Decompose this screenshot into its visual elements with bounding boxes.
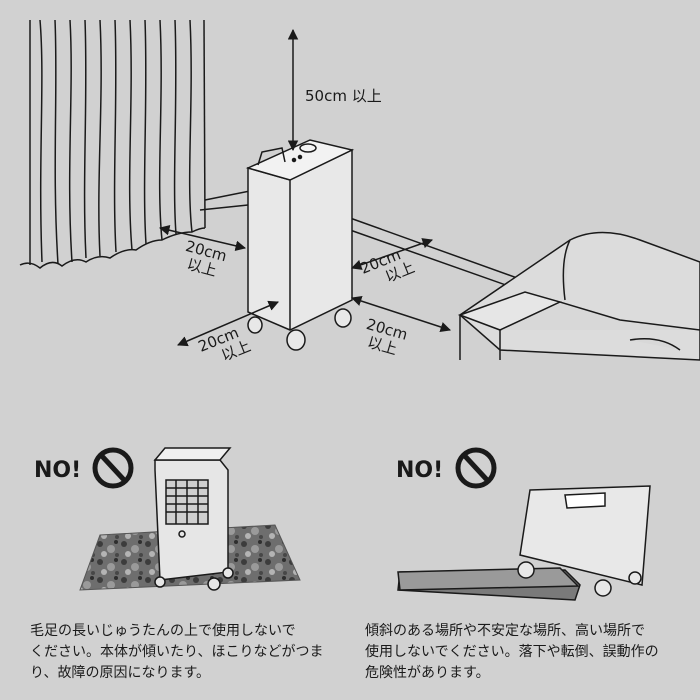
caption-line: 使用しないでください。落下や転倒、誤動作の xyxy=(365,644,659,660)
caption-line: ください。本体が傾いたり、ほこりなどがつま xyxy=(30,644,324,660)
caption-line: 毛足の長いじゅうたんの上で使用しないで xyxy=(30,623,296,639)
caption-line: り、故障の原因になります。 xyxy=(30,665,211,681)
heater-unit xyxy=(245,139,355,351)
slope-warning-illustration xyxy=(397,447,651,601)
room-scene xyxy=(19,19,700,361)
front-left-arrow xyxy=(177,300,279,347)
prohibition-icon xyxy=(92,447,134,489)
front-right-arrow xyxy=(351,295,451,333)
no-label-right: NO! xyxy=(396,458,444,483)
curtain xyxy=(19,19,206,269)
top-clearance-label: 50cm 以上 xyxy=(305,87,382,105)
back-right-arrow xyxy=(351,238,433,270)
carpet-warning-caption: 毛足の長いじゅうたんの上で使用しないで ください。本体が傾いたり、ほこりなどがつ… xyxy=(30,621,350,684)
caption-line: 危険性があります。 xyxy=(365,665,490,681)
carpet-warning-illustration xyxy=(79,447,301,591)
no-label-left: NO! xyxy=(34,458,82,483)
slope-warning-caption: 傾斜のある場所や不安定な場所、高い場所で 使用しないでください。落下や転倒、誤動… xyxy=(365,621,685,684)
caption-line: 傾斜のある場所や不安定な場所、高い場所で xyxy=(365,623,645,639)
back-left-arrow xyxy=(158,225,247,251)
prohibition-icon xyxy=(455,447,497,489)
sofa xyxy=(457,231,700,361)
